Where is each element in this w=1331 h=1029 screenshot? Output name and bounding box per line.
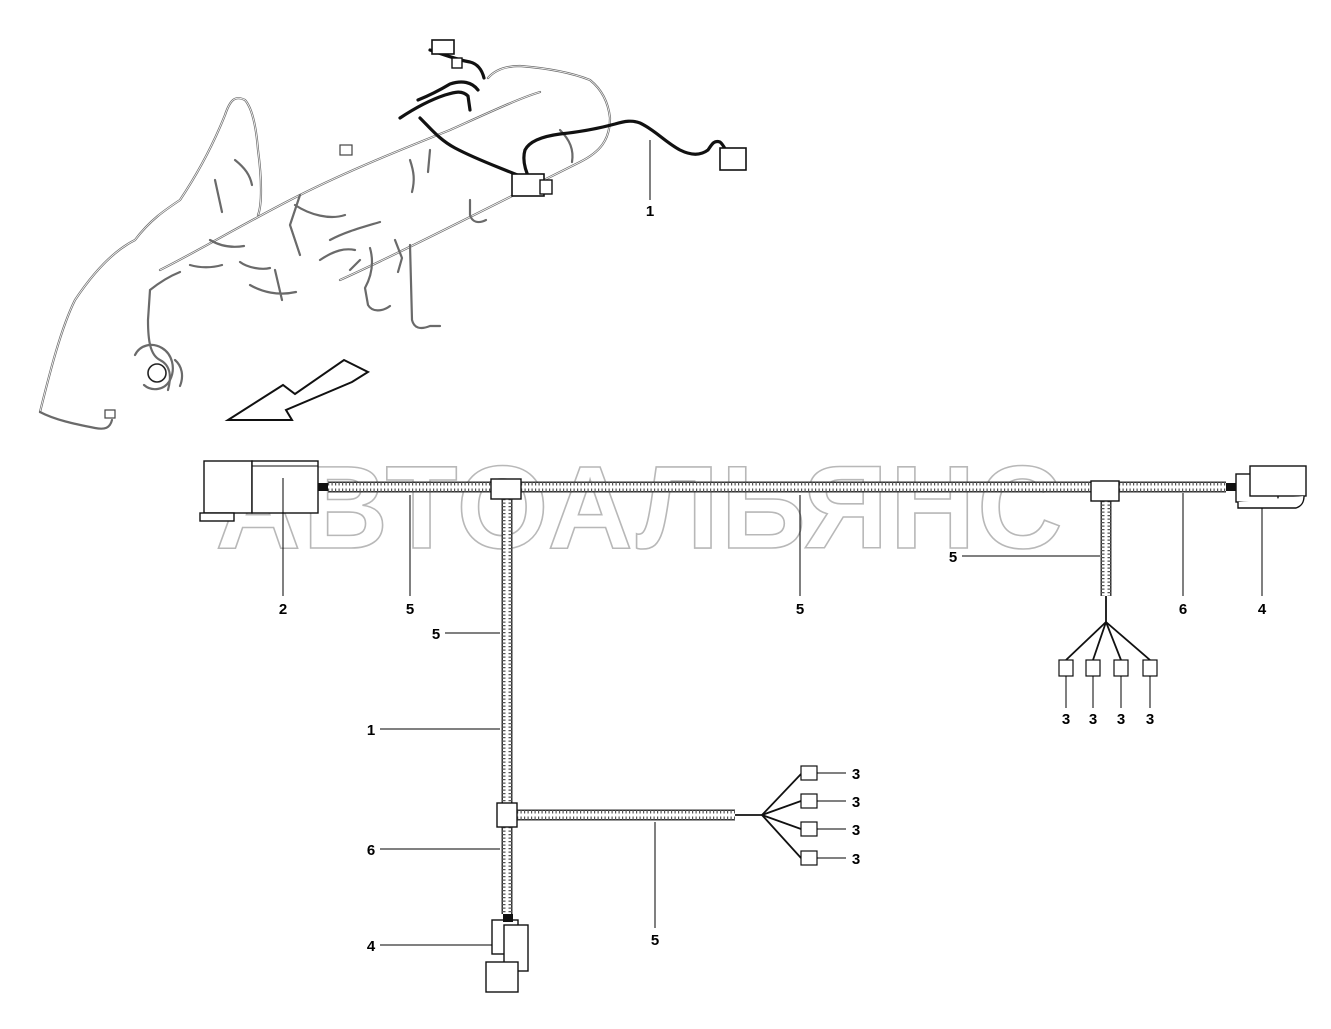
callout-3-v4: 3 <box>1146 711 1154 728</box>
callout-5-c: 5 <box>949 549 957 566</box>
callout-3-v1: 3 <box>1062 711 1070 728</box>
callout-2: 2 <box>279 601 287 618</box>
callout-3-v3: 3 <box>1117 711 1125 728</box>
callout-5-vert: 5 <box>432 626 440 643</box>
callout-6-top: 6 <box>1179 601 1187 618</box>
callout-5-b: 5 <box>796 601 804 618</box>
callout-5-bottom: 5 <box>651 932 659 949</box>
terminal-h2 <box>800 793 818 809</box>
terminal-h3 <box>800 821 818 837</box>
callout-3-h3: 3 <box>852 822 860 839</box>
conduit-group <box>328 481 1226 914</box>
terminal-h1 <box>800 765 818 781</box>
watermark-text: АВТОАЛЬЯНС <box>216 442 1065 574</box>
terminal-v2 <box>1085 659 1101 677</box>
junction-top-left <box>490 478 522 500</box>
harness-overview-sketch <box>38 39 747 430</box>
callout-3-h4: 3 <box>852 851 860 868</box>
junction-vertical <box>496 802 518 828</box>
connector-4-bottom <box>485 914 529 993</box>
callout-3-h1: 3 <box>852 766 860 783</box>
callout-3-v2: 3 <box>1089 711 1097 728</box>
callout-6-left: 6 <box>367 842 375 859</box>
terminal-h4 <box>800 850 818 866</box>
terminal-v4 <box>1142 659 1158 677</box>
callout-1-left: 1 <box>367 722 375 739</box>
connector-4-top <box>1226 465 1307 509</box>
harness-schematic <box>199 140 1307 993</box>
connector-2 <box>199 460 328 522</box>
junction-top-right <box>1090 480 1120 502</box>
terminal-v3 <box>1113 659 1129 677</box>
callout-3-h2: 3 <box>852 794 860 811</box>
callout-labels: 1 2 5 5 5 6 4 5 1 6 4 5 3 3 3 3 3 3 3 3 <box>279 203 1267 955</box>
callout-4-top: 4 <box>1258 601 1267 618</box>
callout-1-top: 1 <box>646 203 654 220</box>
callout-4-left: 4 <box>367 938 376 955</box>
direction-arrow <box>224 358 371 421</box>
terminal-v1 <box>1058 659 1074 677</box>
callout-5-a: 5 <box>406 601 414 618</box>
